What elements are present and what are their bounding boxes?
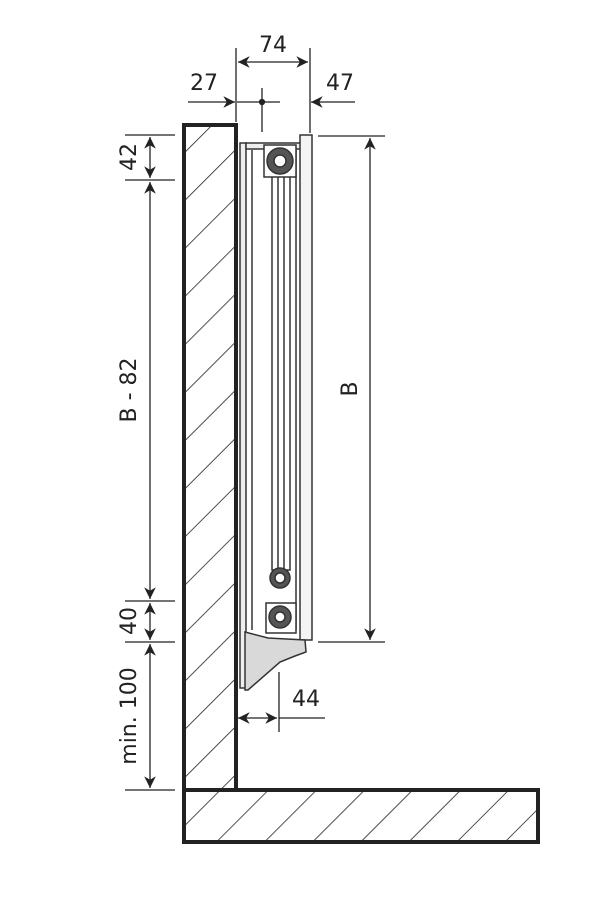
- dim-42: 42: [117, 143, 142, 171]
- top-dimensions: [188, 48, 355, 133]
- dim-47: 47: [326, 71, 354, 96]
- bracket-dimension: [238, 672, 325, 732]
- height-dimension: [318, 135, 385, 643]
- left-dimension-chain: [125, 134, 175, 791]
- dim-74: 74: [259, 33, 287, 58]
- dim-b: B: [338, 381, 363, 396]
- dim-min-100: min. 100: [117, 667, 142, 764]
- dim-40: 40: [117, 607, 142, 635]
- floor: [182, 788, 540, 844]
- radiator: [239, 134, 313, 691]
- dim-b-82: B - 82: [117, 357, 142, 422]
- wall: [182, 123, 238, 792]
- wall-bracket: [244, 631, 307, 691]
- dim-44: 44: [292, 687, 320, 712]
- dim-27: 27: [190, 71, 218, 96]
